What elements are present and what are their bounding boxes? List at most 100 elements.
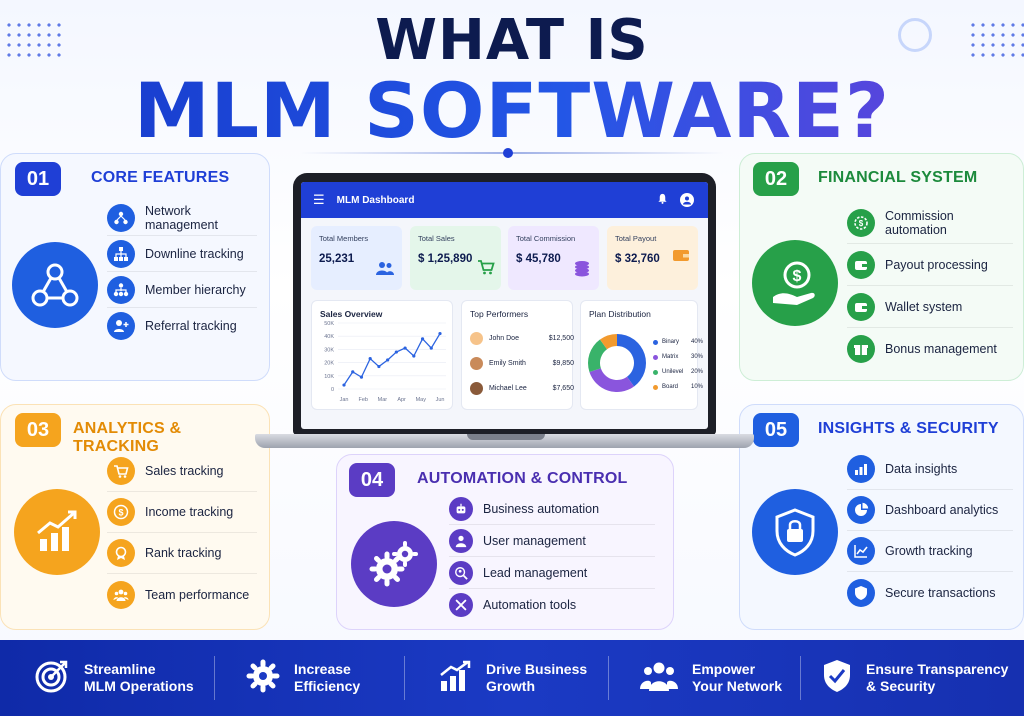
cart-icon xyxy=(107,457,135,485)
panel-title: Top Performers xyxy=(470,309,529,319)
list-item: Growth tracking xyxy=(847,531,1013,572)
footer-line1: Drive Business xyxy=(486,661,588,677)
item-label: Dashboard analytics xyxy=(885,503,999,517)
legend-swatch xyxy=(653,369,658,375)
panel-title: Plan Distribution xyxy=(589,309,651,319)
section-number: 03 xyxy=(15,413,61,447)
legend-label: Unilevel xyxy=(662,369,684,375)
tools-icon xyxy=(449,593,473,617)
performer-amount: $7,650 xyxy=(552,384,574,392)
gift-icon xyxy=(847,335,875,363)
footer-line2: Growth xyxy=(486,678,535,694)
x-tick-label: May xyxy=(416,397,427,403)
divider xyxy=(404,656,405,700)
list-item: Sales tracking xyxy=(107,451,257,492)
performer-name: Michael Lee xyxy=(489,384,527,392)
shield-check-icon xyxy=(822,659,852,698)
pie-slice xyxy=(589,368,635,392)
list-item: Wallet system xyxy=(847,286,1013,328)
list-item: $ Commission automation xyxy=(847,202,1013,244)
performer-row[interactable]: John Doe $12,500 xyxy=(470,328,574,348)
feature-list: Sales tracking $ Income tracking Rank tr… xyxy=(107,451,257,615)
x-tick-label: Mar xyxy=(378,397,388,403)
shield-icon xyxy=(847,578,875,607)
x-tick-label: Jun xyxy=(436,397,445,403)
growth-chart-icon xyxy=(14,489,100,575)
item-label: Wallet system xyxy=(885,299,963,314)
legend-value: 30% xyxy=(690,354,703,360)
list-item: Lead management xyxy=(449,557,655,589)
section-financial-system: 02 FINANCIAL SYSTEM $ $ Commission autom… xyxy=(739,153,1024,381)
wallet-icon xyxy=(847,292,875,321)
network-icon xyxy=(107,203,135,232)
item-label: Sales tracking xyxy=(145,464,224,478)
stat-value: 25,231 xyxy=(319,253,355,265)
medal-icon xyxy=(107,539,135,567)
stat-card-sales[interactable]: Total Sales $ 1,25,890 xyxy=(410,226,501,290)
dashboard-title: MLM Dashboard xyxy=(336,194,415,206)
robot-icon xyxy=(449,496,473,521)
section-title: FINANCIAL SYSTEM xyxy=(818,169,978,186)
footer-line1: Streamline xyxy=(84,661,156,677)
item-label: Automation tools xyxy=(483,598,577,612)
item-label: Commission automation xyxy=(885,208,954,237)
section-number: 05 xyxy=(753,413,799,447)
avatar xyxy=(470,381,483,395)
item-label: Secure transactions xyxy=(885,585,996,600)
item-label: Business automation xyxy=(483,501,600,516)
performer-name: Emily Smith xyxy=(489,359,526,367)
item-label: Rank tracking xyxy=(145,546,222,560)
stat-label: Total Members xyxy=(319,234,369,243)
list-item: Network management xyxy=(107,200,257,236)
menu-icon[interactable]: ☰ xyxy=(313,192,325,207)
y-tick-label: 0 xyxy=(331,387,334,393)
list-item: Member hierarchy xyxy=(107,272,257,308)
performer-name: John Doe xyxy=(489,334,519,342)
list-item: Business automation xyxy=(449,493,655,525)
laptop-notch xyxy=(467,434,545,440)
stat-card-members[interactable]: Total Members 25,231 xyxy=(311,226,402,290)
team-icon xyxy=(640,659,678,698)
data-point xyxy=(403,346,407,350)
target-icon xyxy=(34,658,70,699)
stat-label: Total Sales xyxy=(418,234,455,243)
dollar-gear-icon: $ xyxy=(847,208,875,237)
x-tick-label: Jan xyxy=(340,397,349,403)
laptop-base xyxy=(255,434,754,448)
list-item: Automation tools xyxy=(449,589,655,621)
divider xyxy=(608,656,609,700)
avatar[interactable] xyxy=(680,193,694,207)
avatar xyxy=(470,356,483,370)
dot-pattern xyxy=(4,20,64,60)
performer-amount: $9,850 xyxy=(552,359,574,367)
bell-icon[interactable] xyxy=(657,193,668,207)
performer-row[interactable]: Michael Lee $7,650 xyxy=(470,378,574,398)
hierarchy-icon xyxy=(107,239,135,268)
performer-row[interactable]: Emily Smith $9,850 xyxy=(470,353,574,373)
list-item: Referral tracking xyxy=(107,308,257,344)
stat-card-commission[interactable]: Total Commission $ 45,780 xyxy=(508,226,599,290)
avatar xyxy=(470,331,483,345)
data-point xyxy=(420,337,425,341)
pie-slice xyxy=(588,339,608,372)
stat-card-payout[interactable]: Total Payout $ 32,760 xyxy=(607,226,698,290)
section-number: 04 xyxy=(349,463,395,497)
item-label: User management xyxy=(483,533,586,548)
item-label: Bonus management xyxy=(885,342,997,356)
legend-label: Matrix xyxy=(662,354,679,360)
legend-label: Board xyxy=(662,384,679,390)
item-label: Member hierarchy xyxy=(145,282,246,297)
list-item: $ Income tracking xyxy=(107,492,257,533)
section-title: ANALYTICS & TRACKING xyxy=(73,420,182,455)
ring-decoration xyxy=(898,18,932,52)
item-label: Lead management xyxy=(483,565,588,580)
divider xyxy=(800,656,801,700)
y-tick-label: 40K xyxy=(324,334,334,340)
footer-benefit: Ensure Transparency& Security xyxy=(822,640,1008,716)
